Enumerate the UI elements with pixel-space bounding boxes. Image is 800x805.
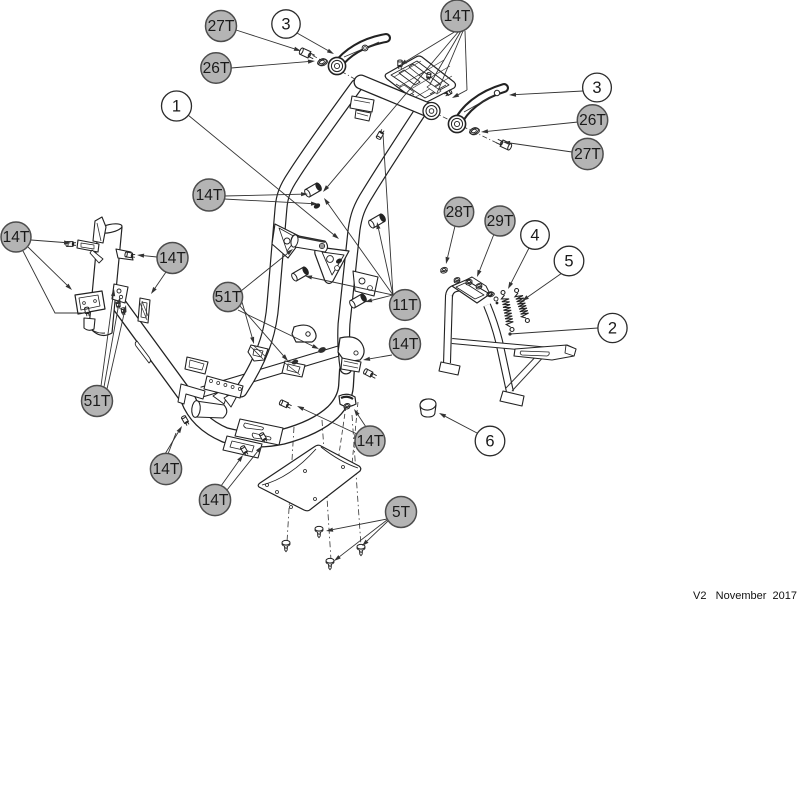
svg-text:26T: 26T [203, 60, 230, 77]
svg-text:29T: 29T [487, 213, 514, 230]
svg-text:51T: 51T [215, 289, 242, 306]
svg-text:27T: 27T [208, 18, 235, 35]
svg-text:14T: 14T [153, 461, 180, 478]
svg-text:14T: 14T [159, 250, 186, 267]
svg-text:3: 3 [281, 16, 290, 34]
svg-text:14T: 14T [444, 8, 471, 25]
svg-text:6: 6 [485, 433, 494, 451]
svg-text:51T: 51T [84, 393, 111, 410]
svg-text:2: 2 [608, 320, 617, 338]
svg-text:14T: 14T [392, 336, 419, 353]
svg-text:14T: 14T [202, 492, 229, 509]
svg-text:1: 1 [172, 98, 181, 116]
svg-text:28T: 28T [446, 204, 473, 221]
svg-text:27T: 27T [574, 146, 601, 163]
svg-text:4: 4 [530, 227, 539, 245]
svg-text:14T: 14T [357, 433, 384, 450]
svg-text:11T: 11T [392, 297, 418, 314]
svg-text:3: 3 [592, 79, 601, 97]
svg-text:14T: 14T [196, 187, 223, 204]
svg-text:5T: 5T [392, 504, 411, 521]
svg-text:V2 November 2017: V2 November 2017 [693, 590, 797, 602]
svg-text:26T: 26T [579, 112, 606, 129]
svg-text:5: 5 [564, 253, 573, 271]
svg-text:14T: 14T [3, 229, 30, 246]
